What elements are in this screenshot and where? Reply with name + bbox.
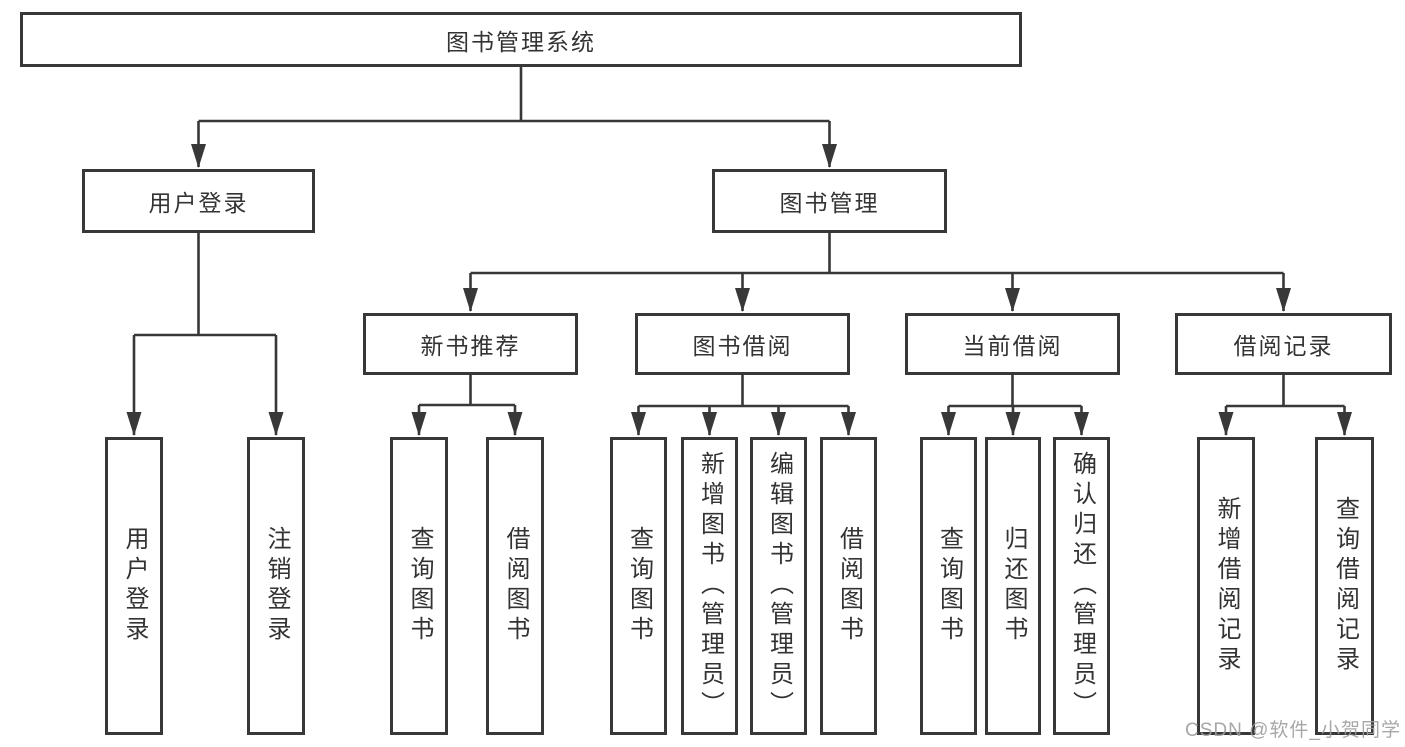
node-leaf-br-add-record-label: 新增借阅记录 — [1213, 496, 1240, 676]
node-leaf-user-login-label: 用户登录 — [121, 526, 148, 646]
arrowhead-down-icon — [507, 412, 523, 436]
node-leaf-bb-borrow-book-label: 借阅图书 — [835, 526, 863, 646]
node-leaf-rec-borrow-book-label: 借阅图书 — [502, 526, 529, 646]
node-leaf-rec-borrow-book: 借阅图书 — [486, 437, 544, 735]
node-leaf-bb-add-book: 新增图书（管理员） — [681, 437, 738, 735]
node-leaf-cb-query-book-label: 查询图书 — [935, 526, 963, 646]
node-current-borrow-label: 当前借阅 — [962, 333, 1063, 359]
node-library-management-system: 图书管理系统 — [20, 12, 1022, 67]
watermark: CSDN @软件_小贺同学 — [1185, 720, 1401, 741]
node-new-book-recommend-label: 新书推荐 — [420, 333, 521, 359]
node-leaf-br-query-record: 查询借阅记录 — [1315, 437, 1374, 735]
node-leaf-rec-query-book: 查询图书 — [390, 437, 448, 735]
node-book-management: 图书管理 — [712, 169, 947, 233]
node-leaf-user-login: 用户登录 — [105, 437, 163, 735]
node-leaf-cb-return-book: 归还图书 — [985, 437, 1041, 735]
node-user-login: 用户登录 — [82, 169, 315, 233]
node-leaf-cb-query-book: 查询图书 — [920, 437, 977, 735]
node-user-login-label: 用户登录 — [148, 190, 249, 216]
arrowhead-down-icon — [771, 412, 786, 436]
node-borrow-record: 借阅记录 — [1175, 313, 1392, 375]
arrowhead-down-icon — [1074, 412, 1089, 436]
node-leaf-br-add-record: 新增借阅记录 — [1197, 437, 1255, 735]
node-leaf-bb-add-book-label: 新增图书（管理员） — [696, 451, 724, 721]
arrowhead-down-icon — [411, 412, 427, 436]
arrowhead-down-icon — [735, 288, 750, 312]
node-leaf-bb-edit-book: 编辑图书（管理员） — [750, 437, 807, 735]
node-leaf-logout: 注销登录 — [247, 437, 305, 735]
node-leaf-rec-query-book-label: 查询图书 — [406, 526, 433, 646]
node-leaf-bb-borrow-book: 借阅图书 — [820, 437, 877, 735]
arrowhead-down-icon — [463, 288, 478, 312]
arrowhead-down-icon — [191, 144, 206, 168]
arrowhead-down-icon — [941, 412, 956, 436]
node-book-management-label: 图书管理 — [779, 190, 880, 216]
arrowhead-down-icon — [126, 412, 142, 436]
node-leaf-bb-query-book-label: 查询图书 — [625, 526, 653, 646]
arrowhead-down-icon — [631, 412, 646, 436]
node-book-borrow-label: 图书借阅 — [692, 333, 793, 359]
arrowhead-down-icon — [1276, 288, 1291, 312]
node-book-borrow: 图书借阅 — [635, 313, 850, 375]
arrowhead-down-icon — [268, 412, 284, 436]
arrowhead-down-icon — [702, 412, 717, 436]
arrowhead-down-icon — [1218, 412, 1234, 436]
node-current-borrow: 当前借阅 — [905, 313, 1120, 375]
node-leaf-cb-confirm-return: 确认归还（管理员） — [1053, 437, 1110, 735]
node-leaf-br-query-record-label: 查询借阅记录 — [1331, 496, 1359, 676]
arrowhead-down-icon — [822, 144, 837, 168]
node-leaf-cb-confirm-return-label: 确认归还（管理员） — [1068, 451, 1096, 721]
node-leaf-logout-label: 注销登录 — [263, 526, 290, 646]
node-new-book-recommend: 新书推荐 — [363, 313, 578, 375]
arrowhead-down-icon — [1005, 412, 1021, 436]
arrowhead-down-icon — [841, 412, 856, 436]
node-leaf-cb-return-book-label: 归还图书 — [1000, 526, 1027, 646]
arrowhead-down-icon — [1337, 412, 1352, 436]
node-leaf-bb-edit-book-label: 编辑图书（管理员） — [765, 451, 793, 721]
connector-path — [132, 67, 1346, 435]
node-leaf-bb-query-book: 查询图书 — [610, 437, 667, 735]
arrowhead-down-icon — [1005, 288, 1020, 312]
node-library-management-system-label: 图书管理系统 — [446, 28, 596, 55]
node-borrow-record-label: 借阅记录 — [1233, 333, 1334, 359]
